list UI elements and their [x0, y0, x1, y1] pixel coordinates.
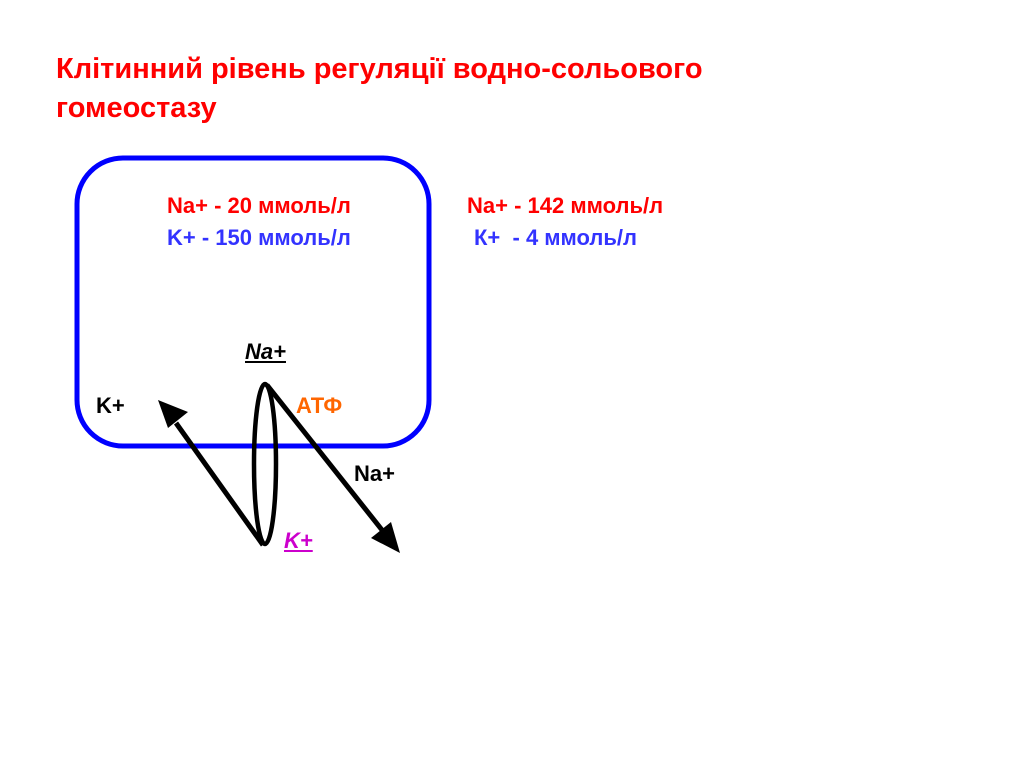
k-influx-arrowhead: [158, 400, 188, 428]
na-pumped-out-label: Na+: [354, 461, 395, 486]
pump-channel: [251, 381, 279, 547]
intracellular-k-concentration: K+ - 150 ммоль/л: [167, 225, 351, 250]
intracellular-na-concentration: Na+ - 20 ммоль/л: [167, 193, 351, 218]
na-efflux-arrow: [265, 383, 384, 532]
extracellular-na-concentration: Na+ - 142 ммоль/л: [467, 193, 664, 218]
title-line-2: гомеостазу: [56, 92, 217, 124]
na-inside-label: Na+: [245, 339, 286, 364]
k-pumped-in-label: K+: [96, 393, 125, 418]
atp-label: АТФ: [296, 393, 343, 418]
k-influx-arrow: [173, 421, 266, 547]
na-efflux-arrowhead: [371, 522, 400, 553]
slide-title: Клітинний рівень регуляції водно-сольово…: [56, 50, 956, 128]
k-outside-label: K+: [284, 528, 313, 553]
title-line-1: Клітинний рівень регуляції водно-сольово…: [56, 53, 703, 85]
extracellular-k-concentration: К+ - 4 ммоль/л: [474, 225, 638, 250]
